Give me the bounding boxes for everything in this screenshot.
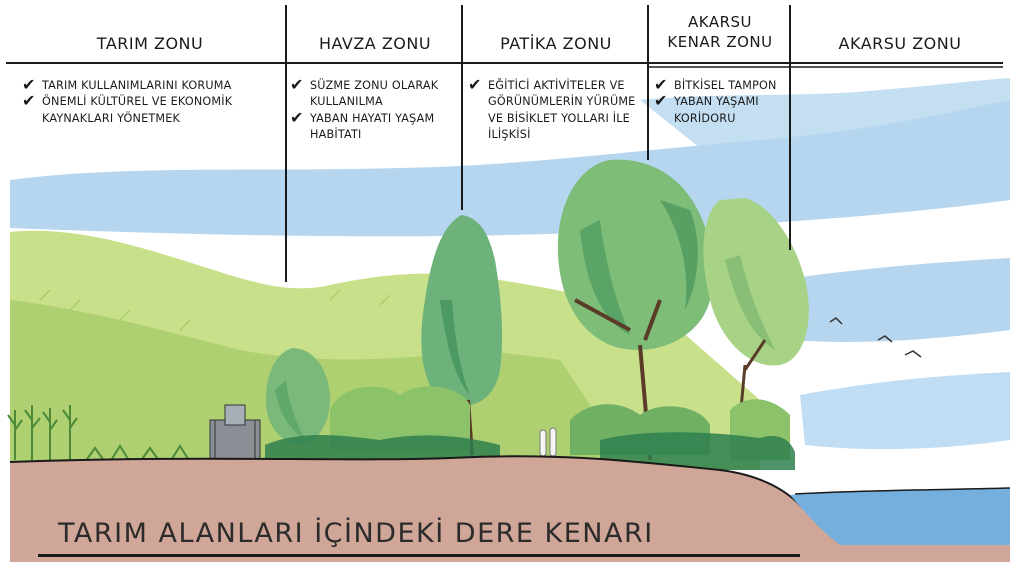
water-line — [794, 487, 1011, 495]
bullet-item: ✔ ÖNEMLİ KÜLTÜREL VE EKONOMİK KAYNAKLARI … — [22, 91, 252, 127]
crops — [7, 405, 191, 463]
checkmark-icon: ✔ — [468, 75, 482, 94]
bullet-list-tarim: ✔ TARIM KULLANIMLARINI KORUMA ✔ ÖNEMLİ KÜL… — [22, 75, 252, 127]
bullet-item: ✔ YABAN HAYATI YAŞAM HABİTATI — [290, 107, 462, 144]
checkmark-icon: ✔ — [290, 75, 304, 94]
soil-band — [10, 456, 1010, 562]
bullet-text: TARIM KULLANIMLARINI KORUMA — [42, 79, 232, 92]
bullet-text: ÖNEMLİ KÜLTÜREL VE EKONOMİK KAYNAKLARI Y… — [42, 95, 233, 125]
bullet-text: BİTKİSEL TAMPON — [674, 79, 777, 92]
zone-title-havza: HAVZA ZONU — [318, 34, 432, 53]
bullet-item: ✔ TARIM KULLANIMLARINI KORUMA — [22, 75, 252, 94]
checkmark-icon: ✔ — [654, 75, 668, 94]
checkmark-icon: ✔ — [654, 91, 668, 111]
stream-water — [790, 488, 1010, 545]
bullet-list-patika: ✔ EĞİTİCİ AKTİVİTELER VE GÖRÜNÜMLERİN YÜR… — [468, 75, 646, 143]
trees — [265, 159, 809, 461]
zone-dividers — [285, 5, 791, 282]
diagram-title: TARIM ALANLARI İÇİNDEKİ DERE KENARI — [58, 518, 654, 549]
zone-title-tarim: TARIM ZONU — [96, 34, 204, 53]
checkmark-icon: ✔ — [22, 91, 36, 111]
bullet-list-havza: ✔ SÜZME ZONU OLARAK KULLANILMA ✔ YABAN HAY… — [290, 75, 462, 144]
birds — [829, 317, 922, 358]
pedestrians — [539, 427, 557, 457]
zone-title-akarsu: AKARSU ZONU — [838, 34, 962, 53]
sky-wash — [10, 78, 1010, 450]
bullet-text: SÜZME ZONU OLARAK KULLANILMA — [310, 79, 439, 109]
shrubs — [265, 386, 795, 470]
bullet-item: ✔ YABAN YAŞAMI KORİDORU — [654, 91, 788, 127]
title-underline — [38, 554, 800, 557]
zone-title-line: AKARSU — [687, 13, 753, 31]
bullet-text: YABAN HAYATI YAŞAM HABİTATI — [310, 111, 435, 141]
bullet-item: ✔ SÜZME ZONU OLARAK KULLANILMA — [290, 75, 462, 111]
hill-hatching — [39, 289, 391, 331]
zone-title-line: KENAR ZONU — [667, 33, 773, 51]
bullet-text: EĞİTİCİ AKTİVİTELER VE GÖRÜNÜMLERİN YÜRÜ… — [488, 79, 636, 141]
zone-title-patika: PATİKA ZONU — [500, 34, 612, 53]
farm-silo — [209, 404, 261, 463]
checkmark-icon: ✔ — [22, 75, 36, 94]
bullet-item: ✔ BİTKİSEL TAMPON — [654, 75, 788, 94]
zone-title-akarsu-kenar: AKARSU KENAR ZONU — [650, 12, 790, 51]
checkmark-icon: ✔ — [290, 107, 304, 127]
bullet-list-akarsu-kenar: ✔ BİTKİSEL TAMPON ✔ YABAN YAŞAMI KORİDORU — [654, 75, 788, 127]
bullet-text: YABAN YAŞAMI KORİDORU — [674, 95, 759, 125]
bullet-item: ✔ EĞİTİCİ AKTİVİTELER VE GÖRÜNÜMLERİN YÜR… — [468, 75, 646, 143]
ground-line — [9, 455, 831, 536]
